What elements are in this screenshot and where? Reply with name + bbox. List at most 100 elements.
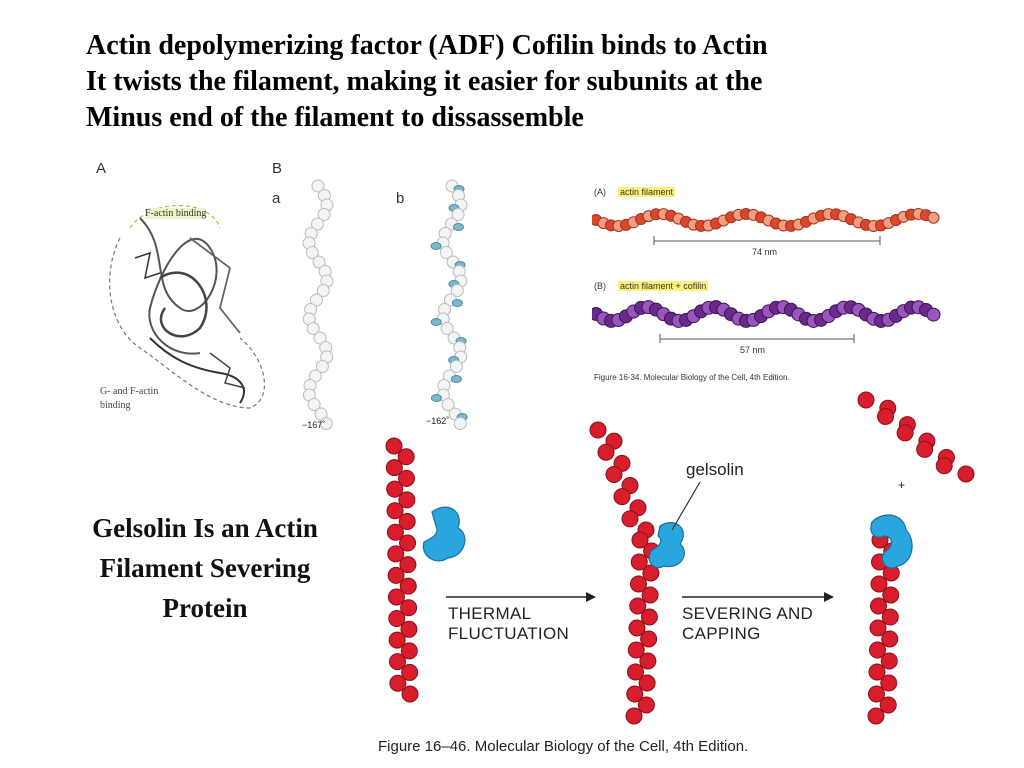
- f-actin-binding-label: F-actin binding: [145, 208, 207, 219]
- actin-filament-1: [387, 545, 405, 563]
- actin-filament-1: [398, 491, 416, 509]
- actin-filament-2-upper: [597, 443, 615, 461]
- measure-bar-b: [659, 334, 855, 343]
- actin-filament-2-upper: [605, 465, 623, 483]
- actin-filament-2-lower: [637, 696, 655, 714]
- actin-filament-1: [399, 577, 417, 595]
- cofilin-actin-subunit: [926, 307, 941, 322]
- severing-capping-label: SEVERING AND CAPPING: [682, 604, 813, 644]
- actin-filament-2-lower: [641, 586, 659, 604]
- capped-filament: [868, 685, 885, 703]
- rotation-angle-a: −167˚: [302, 420, 326, 430]
- actin-filament-2-lower: [629, 597, 647, 615]
- helix-b-subunit: [441, 398, 455, 411]
- actin-filament-2-lower: [628, 619, 646, 637]
- actin-filament-2-lower: [630, 575, 647, 593]
- g-f-actin-binding-label-1: G- and F-actin: [100, 386, 159, 397]
- actin-filament-1: [400, 620, 418, 638]
- thermal-fluctuation-label: THERMAL FLUCTUATION: [448, 604, 569, 644]
- figure-16-46-caption: Figure 16–46. Molecular Biology of the C…: [378, 738, 749, 755]
- thermal-line-2: FLUCTUATION: [448, 624, 570, 643]
- actin-filament-2-upper: [621, 510, 639, 528]
- severed-fragment: [877, 407, 895, 425]
- helix-b-subunit: [440, 322, 454, 335]
- actin-filament-1: [385, 437, 403, 455]
- helix-a-subunit: [315, 360, 329, 373]
- figure-16-34-caption: Figure 16-34. Molecular Biology of the C…: [594, 373, 790, 382]
- label-a-prefix: (A): [594, 187, 606, 197]
- cofilin-bound-subunit: [430, 394, 442, 402]
- severed-fragment: [935, 457, 953, 475]
- plus-sign: +: [898, 478, 906, 492]
- actin-filament-2-lower: [627, 641, 645, 659]
- title-line-3: Minus end of the filament to dissassembl…: [86, 102, 584, 133]
- actin-filament-2-lower: [640, 608, 658, 626]
- actin-filament-2-upper: [589, 421, 607, 439]
- helix-a-subunit: [305, 246, 319, 259]
- capped-filament: [870, 575, 888, 593]
- actin-filament-1: [388, 610, 406, 628]
- actin-filament-1: [400, 642, 418, 660]
- gelsolin-heading: Gelsolin Is an Actin Filament Severing P…: [40, 508, 370, 628]
- helix-a-subunit: [311, 179, 325, 193]
- cofilin-bound-subunit: [452, 223, 464, 231]
- actin-filament-1: [399, 556, 417, 574]
- cofilin-bound-subunit: [430, 318, 442, 326]
- actin-filament-2-upper: [613, 488, 631, 506]
- capped-filament: [881, 630, 899, 648]
- slide-title: Actin depolymerizing factor (ADF) Cofili…: [86, 28, 986, 136]
- title-line-2: It twists the filament, making it easier…: [86, 66, 763, 97]
- helix-b-subunit: [449, 360, 463, 373]
- actin-filament-image: [592, 208, 940, 232]
- panel-a-structure: A F-actin binding G- and F-actin binding: [90, 158, 270, 428]
- capped-filament: [867, 707, 885, 725]
- actin-subunit-a: [927, 211, 940, 224]
- actin-filament-2-lower: [638, 674, 656, 692]
- actin-filament-2-lower: [626, 685, 644, 703]
- gelsolin-heading-line-2: Filament Severing: [99, 553, 311, 583]
- actin-filament-2-lower: [639, 652, 657, 670]
- actin-filament-1: [398, 469, 416, 487]
- gelsolin-protein-2: [648, 522, 685, 569]
- severed-fragment: [896, 424, 914, 442]
- gelsolin-heading-line-1: Gelsolin Is an Actin: [92, 513, 318, 543]
- panel-a-letter: A: [96, 160, 107, 177]
- helix-a-subunit: [309, 293, 323, 307]
- gelsolin-protein-3: [870, 514, 913, 569]
- g-f-actin-binding-label-2: binding: [100, 400, 131, 411]
- cofilin-bound-subunit: [430, 242, 442, 250]
- helix-a-subunit: [319, 417, 333, 430]
- panel-b-sub-b: b: [396, 190, 405, 207]
- actin-filament-2-lower: [631, 531, 649, 549]
- cofilin-bound-subunit: [450, 375, 462, 383]
- actin-filament-2-lower: [630, 553, 648, 571]
- arrow-severing-capping: [682, 592, 834, 602]
- label-actin-filament: actin filament: [618, 187, 676, 197]
- severing-line-1: SEVERING AND: [682, 604, 814, 623]
- gelsolin-protein-1: [422, 506, 466, 562]
- arrow-thermal-fluctuation: [446, 592, 596, 602]
- helix-a-subunit: [313, 331, 327, 345]
- helix-a-subunit: [312, 255, 326, 269]
- helix-b-subunit: [453, 417, 467, 430]
- actin-filament-1: [388, 653, 406, 671]
- capped-filament: [869, 641, 886, 659]
- actin-filament-1: [387, 566, 405, 584]
- actin-filament-1: [399, 534, 417, 552]
- actin-filament-2-lower: [642, 564, 660, 582]
- helix-a-subunit: [316, 284, 330, 297]
- helix-a-subunit: [306, 322, 320, 335]
- helical-filament-models: [302, 179, 468, 430]
- actin-filament-1: [398, 512, 416, 530]
- capped-filament: [870, 597, 887, 615]
- actin-filament-1: [401, 663, 419, 681]
- severing-line-2: CAPPING: [682, 624, 761, 643]
- actin-filament-1: [388, 631, 406, 649]
- actin-filament-2-lower: [625, 707, 643, 725]
- severed-fragment: [916, 440, 934, 458]
- actin-filament-1: [386, 502, 404, 520]
- actin-filament-1: [385, 459, 403, 477]
- measure-57nm: 57 nm: [740, 345, 766, 355]
- thermal-line-1: THERMAL: [448, 604, 532, 623]
